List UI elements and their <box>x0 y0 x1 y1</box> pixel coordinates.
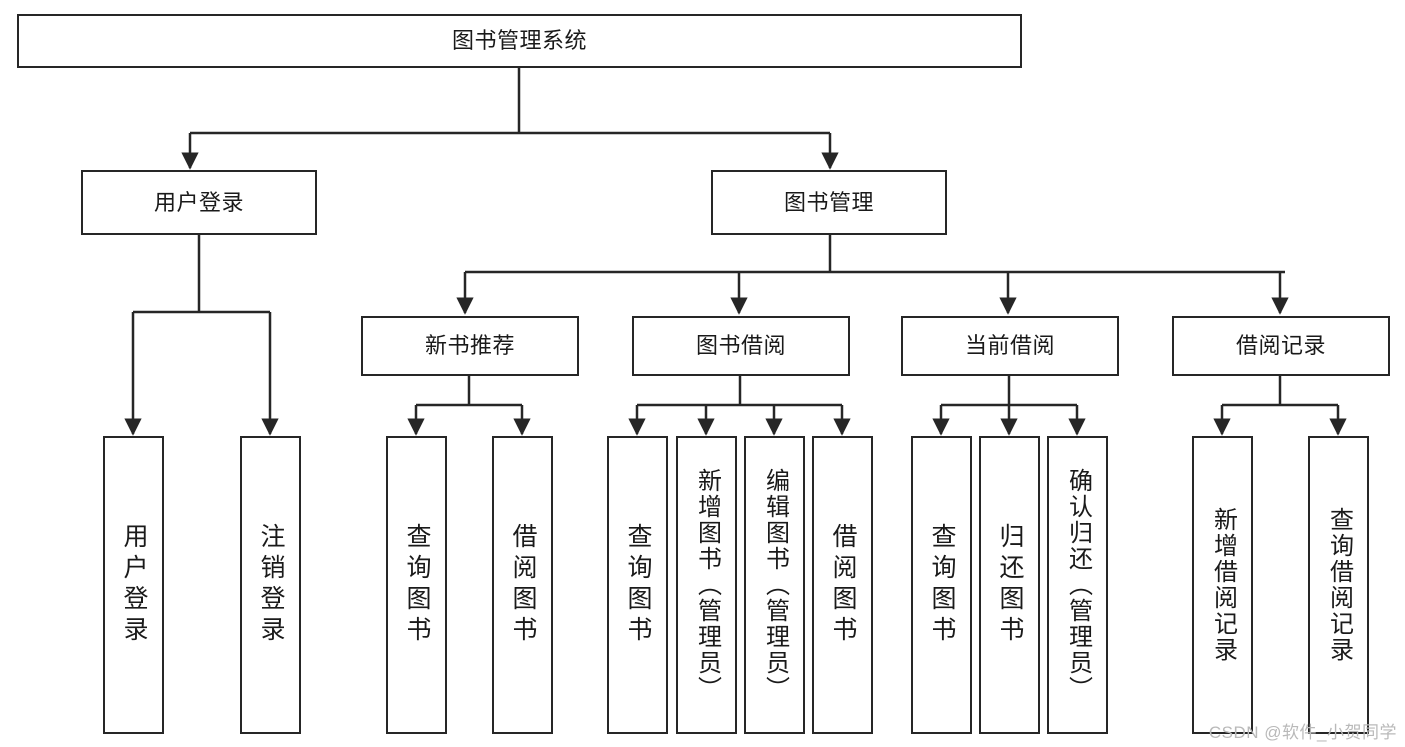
node-label: 归还图书 <box>996 523 1024 647</box>
node-book-borrow[interactable]: 图书借阅 <box>632 316 850 376</box>
node-label: 图书管理 <box>783 189 874 215</box>
node-label: 当前借阅 <box>964 333 1055 358</box>
node-label: 查询图书 <box>624 523 652 647</box>
node-label: 图书借阅 <box>695 333 786 358</box>
node-label: 编辑图书（管理员） <box>761 468 789 702</box>
node-new-book-recommend[interactable]: 新书推荐 <box>361 316 579 376</box>
leaf-confirm-return-admin[interactable]: 确认归还（管理员） <box>1047 436 1108 734</box>
node-label: 查询图书 <box>928 523 956 647</box>
node-label: 新增图书（管理员） <box>693 468 721 702</box>
node-root-book-management-system[interactable]: 图书管理系统 <box>17 14 1022 68</box>
node-label: 新增借阅记录 <box>1209 507 1237 663</box>
node-label: 确认归还（管理员） <box>1064 468 1092 702</box>
leaf-edit-book-admin[interactable]: 编辑图书（管理员） <box>744 436 805 734</box>
leaf-borrow-book[interactable]: 借阅图书 <box>812 436 873 734</box>
leaf-query-book-current[interactable]: 查询图书 <box>911 436 972 734</box>
node-borrow-record[interactable]: 借阅记录 <box>1172 316 1390 376</box>
leaf-query-book-borrow[interactable]: 查询图书 <box>607 436 668 734</box>
leaf-query-borrow-record[interactable]: 查询借阅记录 <box>1308 436 1369 734</box>
node-label: 用户登录 <box>120 523 148 647</box>
leaf-add-borrow-record[interactable]: 新增借阅记录 <box>1192 436 1253 734</box>
leaf-borrow-book-recommend[interactable]: 借阅图书 <box>492 436 553 734</box>
node-label: 查询图书 <box>403 523 431 647</box>
node-label: 借阅图书 <box>829 523 857 647</box>
leaf-add-book-admin[interactable]: 新增图书（管理员） <box>676 436 737 734</box>
node-book-management[interactable]: 图书管理 <box>711 170 947 235</box>
node-label: 用户登录 <box>153 189 244 215</box>
leaf-logout[interactable]: 注销登录 <box>240 436 301 734</box>
node-user-login[interactable]: 用户登录 <box>81 170 317 235</box>
node-label: 图书管理系统 <box>451 28 587 53</box>
leaf-return-book[interactable]: 归还图书 <box>979 436 1040 734</box>
node-label: 查询借阅记录 <box>1325 507 1353 663</box>
node-label: 注销登录 <box>257 523 285 647</box>
leaf-query-book-recommend[interactable]: 查询图书 <box>386 436 447 734</box>
node-label: 新书推荐 <box>424 333 515 358</box>
leaf-user-login[interactable]: 用户登录 <box>103 436 164 734</box>
node-label: 借阅记录 <box>1235 333 1326 358</box>
node-label: 借阅图书 <box>509 523 537 647</box>
node-current-borrow[interactable]: 当前借阅 <box>901 316 1119 376</box>
